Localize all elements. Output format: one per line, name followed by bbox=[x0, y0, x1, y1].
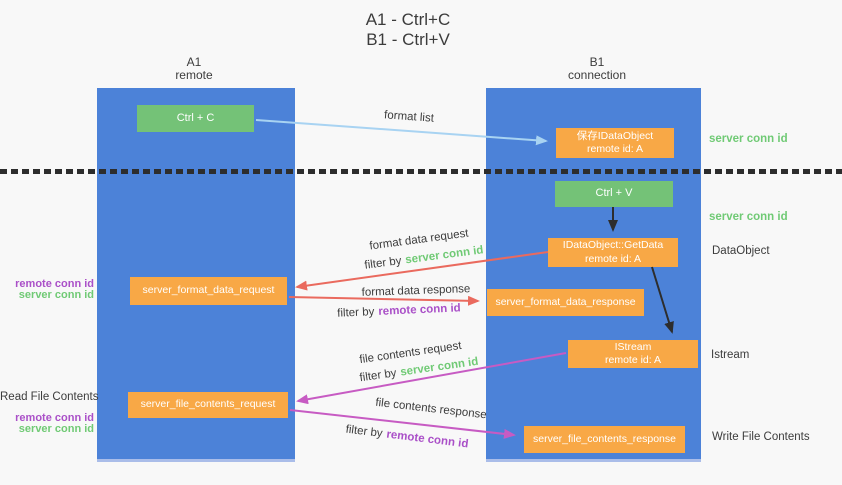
filter-by-text: filter by bbox=[358, 367, 398, 385]
dotted-separator-line bbox=[0, 169, 842, 174]
node-idataobject-getdata-line2: remote id: A bbox=[584, 252, 642, 265]
column-b1-name: B1 bbox=[589, 55, 605, 69]
left-server-conn-id-format: server conn id bbox=[18, 289, 94, 301]
label-format-list: format list bbox=[383, 109, 435, 125]
node-save-idataobject: 保存IDataObject remote id: A bbox=[556, 128, 674, 158]
node-server-format-data-response-label: server_format_data_response bbox=[495, 295, 636, 308]
right-label-write-file-contents: Write File Contents bbox=[712, 431, 810, 443]
title-line-b1: B1 - Ctrl+V bbox=[366, 30, 450, 49]
node-save-idataobject-line2: remote id: A bbox=[586, 143, 644, 155]
column-header-a1: A1 remote bbox=[134, 56, 254, 82]
filter-by-text: filter by bbox=[337, 306, 375, 320]
node-idataobject-getdata-line1: IDataObject::GetData bbox=[562, 239, 664, 251]
node-ctrl-v-label: Ctrl + V bbox=[595, 187, 633, 200]
node-server-file-contents-request-label: server_file_contents_request bbox=[140, 398, 276, 411]
right-label-server-conn-id-mid: server conn id bbox=[709, 211, 788, 223]
right-label-server-conn-id-top: server conn id bbox=[709, 133, 788, 145]
node-istream: IStream remote id: A bbox=[568, 340, 698, 368]
node-server-format-data-response: server_format_data_response bbox=[487, 289, 644, 316]
node-ctrl-c: Ctrl + C bbox=[137, 105, 254, 132]
node-ctrl-c-label: Ctrl + C bbox=[176, 111, 215, 124]
column-a1-name: A1 bbox=[186, 55, 202, 69]
label-format-data-response: format data response bbox=[361, 283, 471, 299]
left-remote-conn-id-file: remote conn id bbox=[15, 412, 94, 424]
node-ctrl-v: Ctrl + V bbox=[555, 181, 673, 207]
right-label-istream: Istream bbox=[711, 349, 750, 361]
column-header-b1: B1 connection bbox=[537, 56, 657, 82]
remote-conn-id-text: remote conn id bbox=[378, 302, 461, 318]
node-server-file-contents-request: server_file_contents_request bbox=[128, 392, 288, 418]
left-remote-conn-id-format: remote conn id bbox=[15, 278, 94, 290]
column-a1-role: remote bbox=[175, 68, 213, 82]
remote-conn-id-text: remote conn id bbox=[385, 428, 470, 451]
node-server-format-data-request-label: server_format_data_request bbox=[142, 284, 275, 297]
node-server-file-contents-response-label: server_file_contents_response bbox=[532, 432, 676, 445]
node-server-file-contents-response: server_file_contents_response bbox=[524, 426, 685, 453]
diagram-title: A1 - Ctrl+C B1 - Ctrl+V bbox=[318, 10, 498, 50]
left-label-conn-pair-file: remote conn id server conn id bbox=[0, 413, 94, 435]
left-label-read-file-contents: Read File Contents bbox=[0, 391, 99, 403]
column-b1-role: connection bbox=[567, 68, 627, 82]
node-save-idataobject-line1: 保存IDataObject bbox=[576, 129, 654, 142]
title-line-a1: A1 - Ctrl+C bbox=[365, 10, 451, 29]
right-label-dataobject: DataObject bbox=[712, 245, 770, 257]
node-idataobject-getdata: IDataObject::GetData remote id: A bbox=[548, 238, 678, 267]
filter-by-text: filter by bbox=[344, 423, 384, 440]
label-file-contents-response: file contents response bbox=[374, 396, 488, 422]
server-conn-id-text: server conn id bbox=[404, 244, 485, 267]
node-istream-line2: remote id: A bbox=[604, 354, 662, 366]
node-istream-line1: IStream bbox=[614, 340, 652, 353]
left-label-conn-pair-format: remote conn id server conn id bbox=[0, 279, 94, 301]
filter-by-text: filter by bbox=[363, 255, 403, 272]
left-server-conn-id-file: server conn id bbox=[18, 423, 94, 435]
node-server-format-data-request: server_format_data_request bbox=[130, 277, 287, 305]
